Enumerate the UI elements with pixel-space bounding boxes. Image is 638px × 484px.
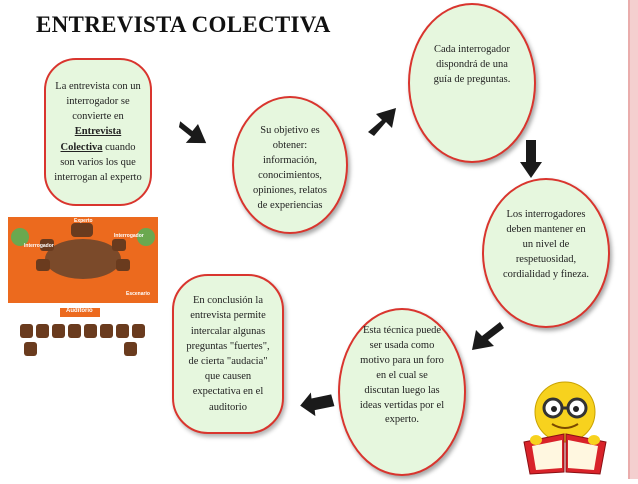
audience-label: Auditorio bbox=[66, 308, 93, 314]
intro-bold-term: Entrevista Colectiva bbox=[60, 126, 122, 153]
reading-emoji-icon bbox=[523, 381, 607, 475]
audience-seats bbox=[20, 308, 145, 356]
oval-technique-text: Esta técnica puede ser usada como motivo… bbox=[359, 325, 445, 426]
oval-guide-text: Cada interrogador dispondrá de una guía … bbox=[433, 44, 511, 85]
stage-illustration: Experto Interrogador Interrogador Escena… bbox=[8, 217, 158, 303]
conclusion-box: En conclusión la entrevista permite inte… bbox=[172, 274, 284, 434]
stage-label: Escenario bbox=[126, 291, 150, 297]
intro-box: La entrevista con un interrogador se con… bbox=[44, 58, 152, 206]
arrow-up-right-icon bbox=[368, 108, 396, 136]
page-title: ENTREVISTA COLECTIVA bbox=[36, 12, 331, 37]
intro-text-before: La entrevista con un interrogador se con… bbox=[55, 80, 141, 123]
arrow-down-icon bbox=[520, 140, 542, 178]
oval-technique: Esta técnica puede ser usada como motivo… bbox=[338, 308, 466, 476]
arrow-down-left-icon bbox=[472, 322, 504, 350]
oval-guide: Cada interrogador dispondrá de una guía … bbox=[408, 3, 536, 163]
oval-objective: Su objetivo es obtener: información, con… bbox=[232, 96, 348, 234]
intro-text-after: cuando son varios los que interrogan al … bbox=[54, 141, 142, 184]
audience-illustration: Auditorio bbox=[14, 308, 154, 358]
stage-drawing bbox=[11, 223, 155, 279]
interrogator-label-right: Interrogador bbox=[114, 233, 144, 239]
conclusion-text: En conclusión la entrevista permite inte… bbox=[186, 295, 270, 413]
expert-label: Experto bbox=[74, 218, 93, 224]
oval-respect-text: Los interrogadores deben mantener en un … bbox=[503, 209, 589, 280]
edge-stripe bbox=[628, 0, 638, 479]
arrow-left-icon bbox=[300, 392, 335, 417]
arrow-right-icon bbox=[178, 121, 207, 144]
oval-objective-text: Su objetivo es obtener: información, con… bbox=[252, 125, 328, 211]
interrogator-label-left: Interrogador bbox=[24, 243, 54, 249]
oval-respect: Los interrogadores deben mantener en un … bbox=[482, 178, 610, 328]
